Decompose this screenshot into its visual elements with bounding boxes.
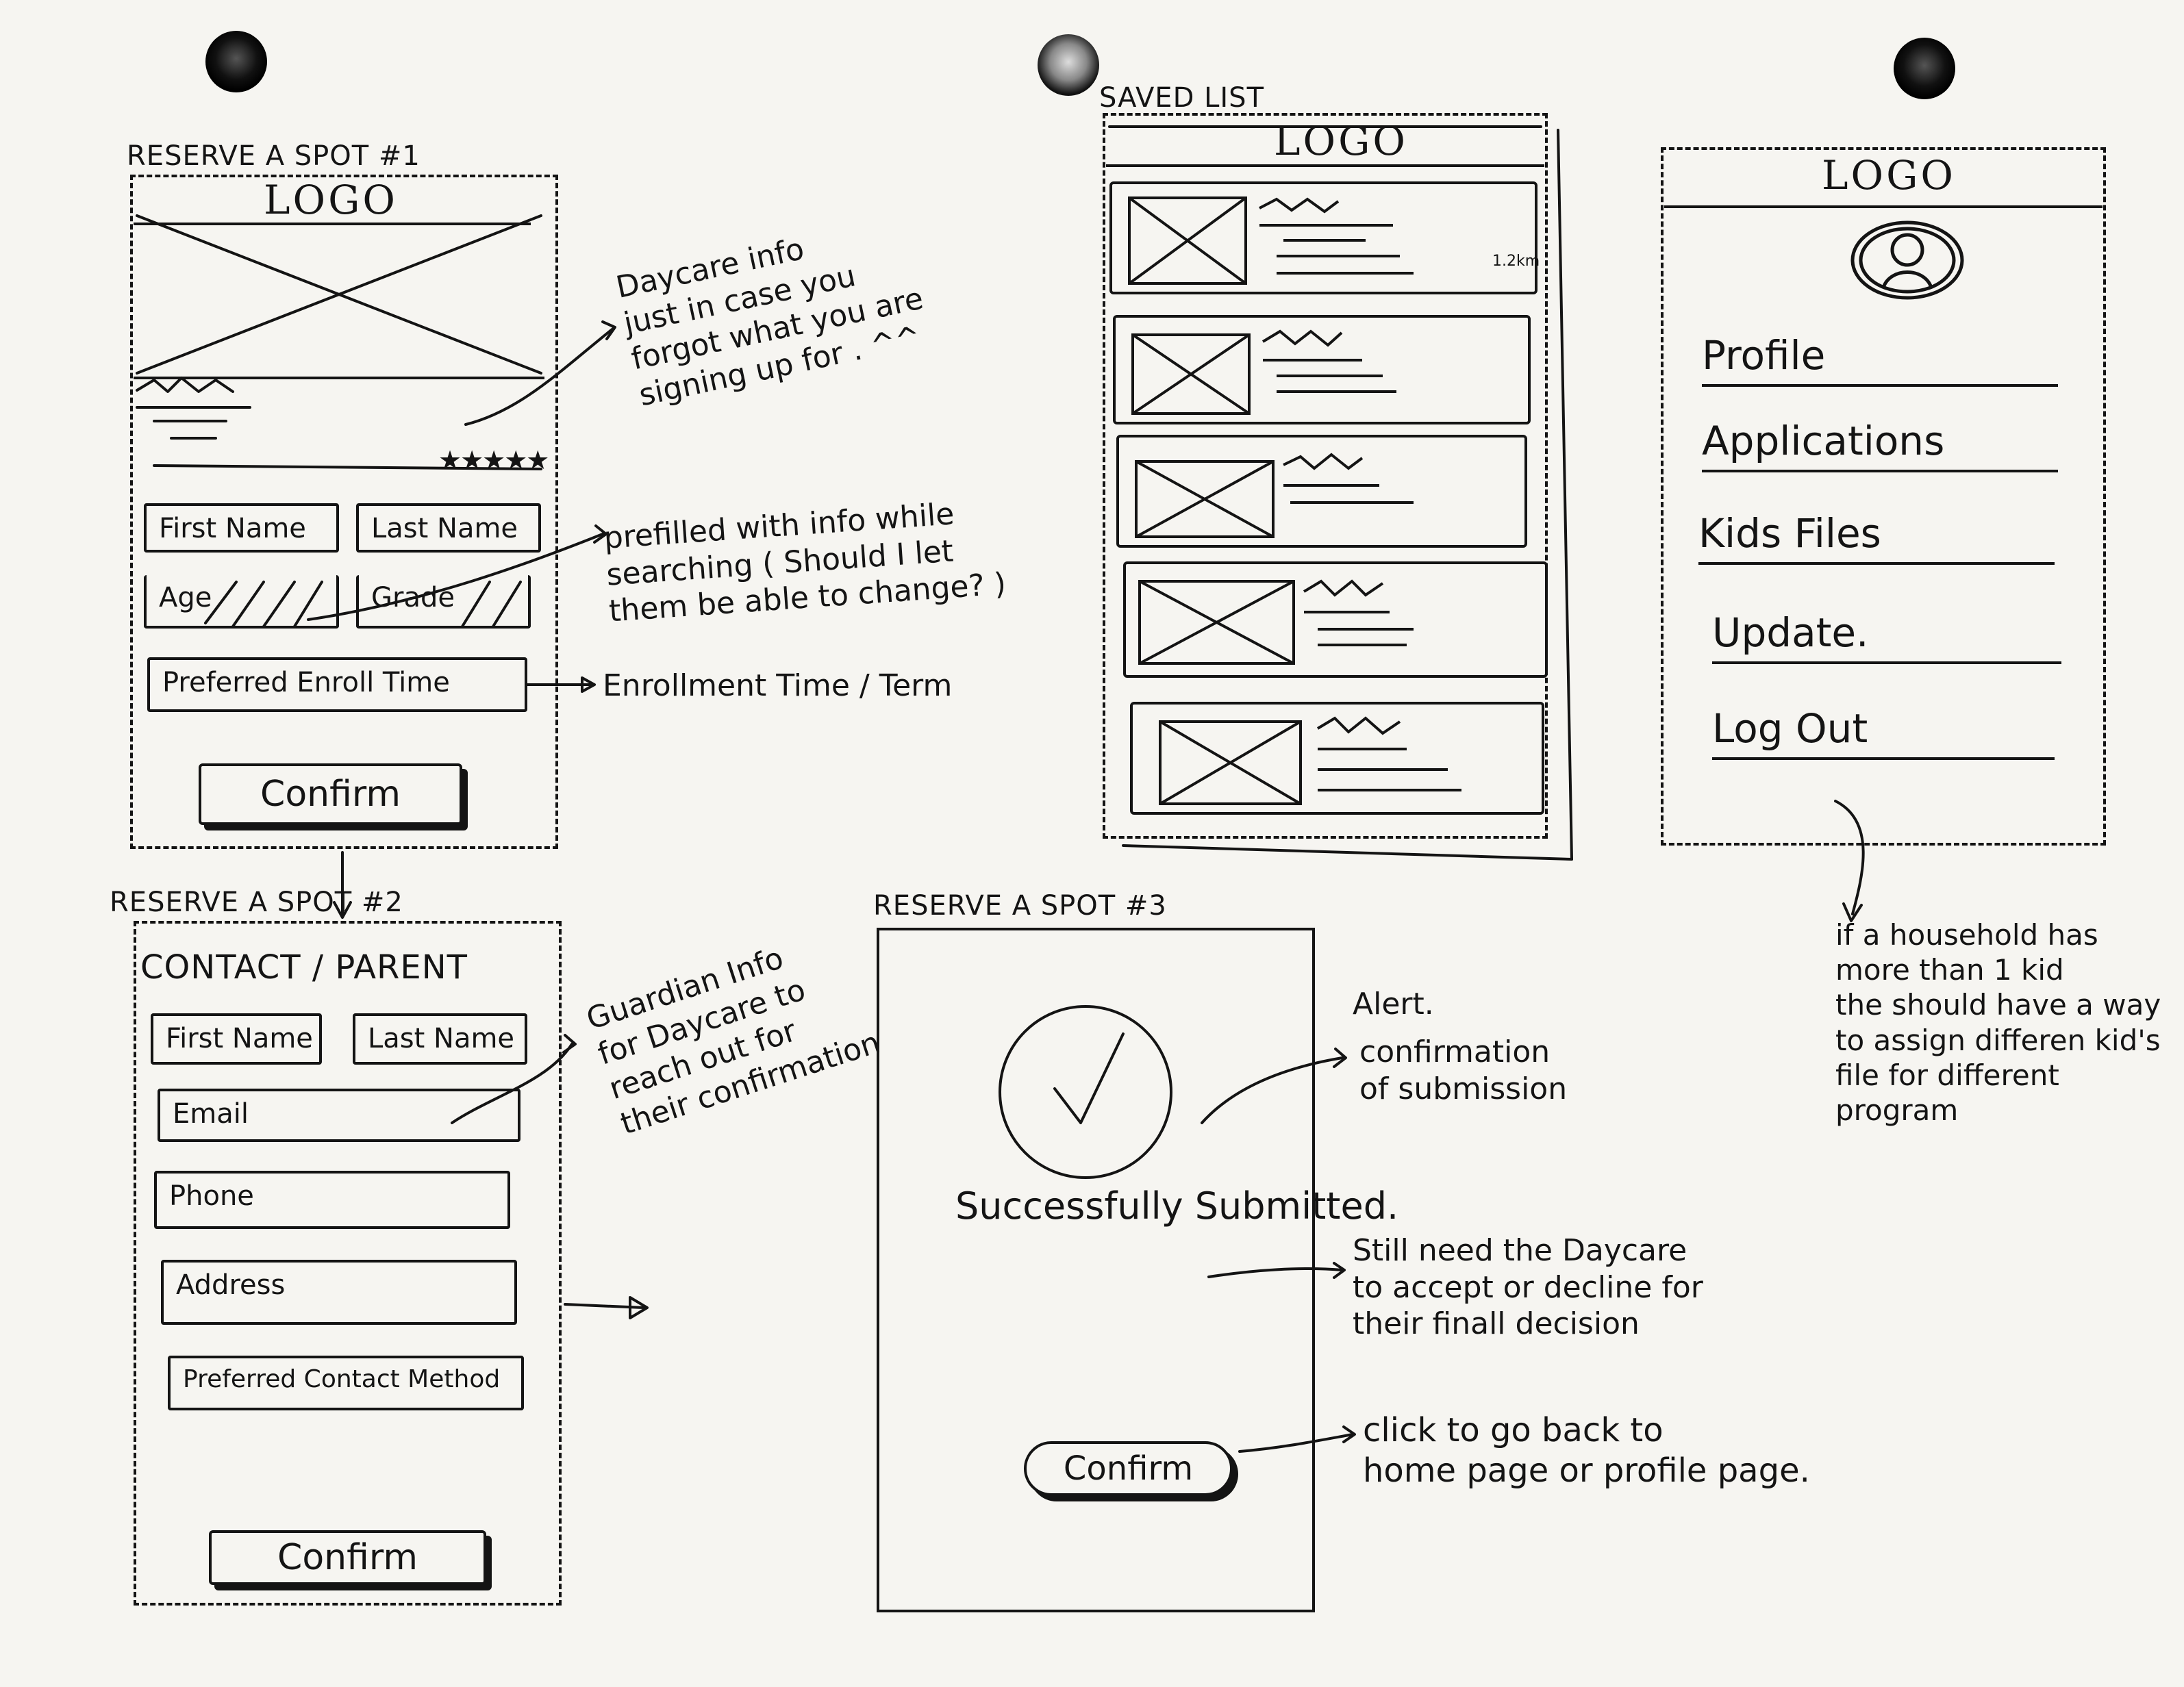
reserve2-contact-method-field[interactable]: Preferred Contact Method bbox=[168, 1356, 524, 1410]
profile-menu-frame bbox=[1661, 147, 2106, 846]
reserve1-frame bbox=[130, 175, 558, 849]
reserve3-success-message: Successfully Submitted. bbox=[955, 1184, 1399, 1228]
binder-hole-left bbox=[205, 31, 267, 92]
saved-list-logo: LOGO bbox=[1274, 118, 1408, 164]
note-household: if a household has more than 1 kid the s… bbox=[1835, 918, 2161, 1128]
reserve1-first-name-field[interactable]: First Name bbox=[144, 503, 339, 553]
reserve2-confirm-button[interactable]: Confirm bbox=[209, 1530, 486, 1585]
reserve1-enroll-time-field[interactable]: Preferred Enroll Time bbox=[147, 657, 527, 712]
saved-list-item[interactable]: 1.2km bbox=[1109, 181, 1540, 294]
binder-hole-right bbox=[1894, 38, 1955, 99]
menu-item-profile[interactable]: Profile bbox=[1702, 332, 2058, 387]
reserve1-grade-field[interactable]: Grade bbox=[356, 575, 531, 629]
reserve2-email-field[interactable]: Email bbox=[158, 1089, 520, 1142]
saved-list-item[interactable] bbox=[1113, 315, 1531, 424]
note-click-back: click to go back to home page or profile… bbox=[1363, 1411, 1810, 1490]
reserve2-first-name-field[interactable]: First Name bbox=[151, 1013, 322, 1065]
menu-item-log-out[interactable]: Log Out bbox=[1712, 705, 2055, 760]
reserve3-frame bbox=[877, 928, 1315, 1612]
reserve2-phone-field[interactable]: Phone bbox=[154, 1171, 510, 1229]
reserve2-last-name-field[interactable]: Last Name bbox=[353, 1013, 527, 1065]
reserve3-confirm-button[interactable]: Confirm bbox=[1024, 1441, 1233, 1496]
menu-item-update[interactable]: Update. bbox=[1712, 609, 2061, 664]
binder-hole-center bbox=[1038, 34, 1099, 96]
reserve1-title: RESERVE A SPOT #1 bbox=[127, 140, 421, 172]
reserve1-confirm-button[interactable]: Confirm bbox=[199, 763, 462, 825]
note-alert: Alert. bbox=[1353, 987, 1434, 1022]
image-placeholder-icon bbox=[1159, 716, 1461, 805]
saved-list-distance: 1.2km bbox=[1492, 253, 1540, 270]
menu-item-applications[interactable]: Applications bbox=[1702, 418, 2058, 472]
saved-list-frame bbox=[1103, 113, 1548, 839]
note-confirmation-of-submission: confirmation of submission bbox=[1359, 1035, 1568, 1106]
menu-item-kids-files[interactable]: Kids Files bbox=[1698, 510, 2055, 565]
reserve1-last-name-field[interactable]: Last Name bbox=[356, 503, 541, 553]
note-still-need-daycare: Still need the Daycare to accept or decl… bbox=[1353, 1233, 1703, 1342]
reserve1-age-field[interactable]: Age bbox=[144, 575, 339, 629]
image-placeholder-icon bbox=[1138, 579, 1414, 665]
note-prefilled: prefilled with info while searching ( Sh… bbox=[603, 496, 1007, 629]
reserve3-check-icon bbox=[996, 1003, 1175, 1181]
image-placeholder-icon bbox=[1128, 196, 1414, 285]
reserve2-heading: CONTACT / PARENT bbox=[140, 948, 468, 987]
note-enrollment-term: Enrollment Time / Term bbox=[603, 668, 953, 703]
reserve3-title: RESERVE A SPOT #3 bbox=[873, 890, 1167, 922]
image-placeholder-icon bbox=[1135, 453, 1414, 538]
profile-avatar-icon[interactable] bbox=[1849, 219, 1966, 301]
saved-list-logo-divider bbox=[1106, 164, 1544, 167]
saved-list-item[interactable] bbox=[1116, 435, 1527, 548]
profile-menu-logo-divider bbox=[1664, 205, 2103, 208]
image-placeholder-icon bbox=[1131, 329, 1396, 415]
reserve2-address-field[interactable]: Address bbox=[161, 1260, 517, 1325]
profile-menu-logo: LOGO bbox=[1822, 152, 1956, 199]
saved-list-item[interactable] bbox=[1130, 702, 1544, 815]
note-daycare-info: Daycare info just in case you forgot wha… bbox=[613, 231, 927, 414]
saved-list-item[interactable] bbox=[1123, 561, 1548, 678]
reserve1-rating-stars: ★★★★★ bbox=[438, 445, 549, 475]
saved-list-title: SAVED LIST bbox=[1099, 82, 1264, 114]
note-guardian-info: Guardian Info for Daycare to reach out f… bbox=[582, 940, 885, 1142]
reserve2-frame bbox=[134, 921, 562, 1606]
reserve1-image-placeholder bbox=[134, 212, 544, 379]
reserve2-title: RESERVE A SPOT #2 bbox=[110, 887, 403, 918]
